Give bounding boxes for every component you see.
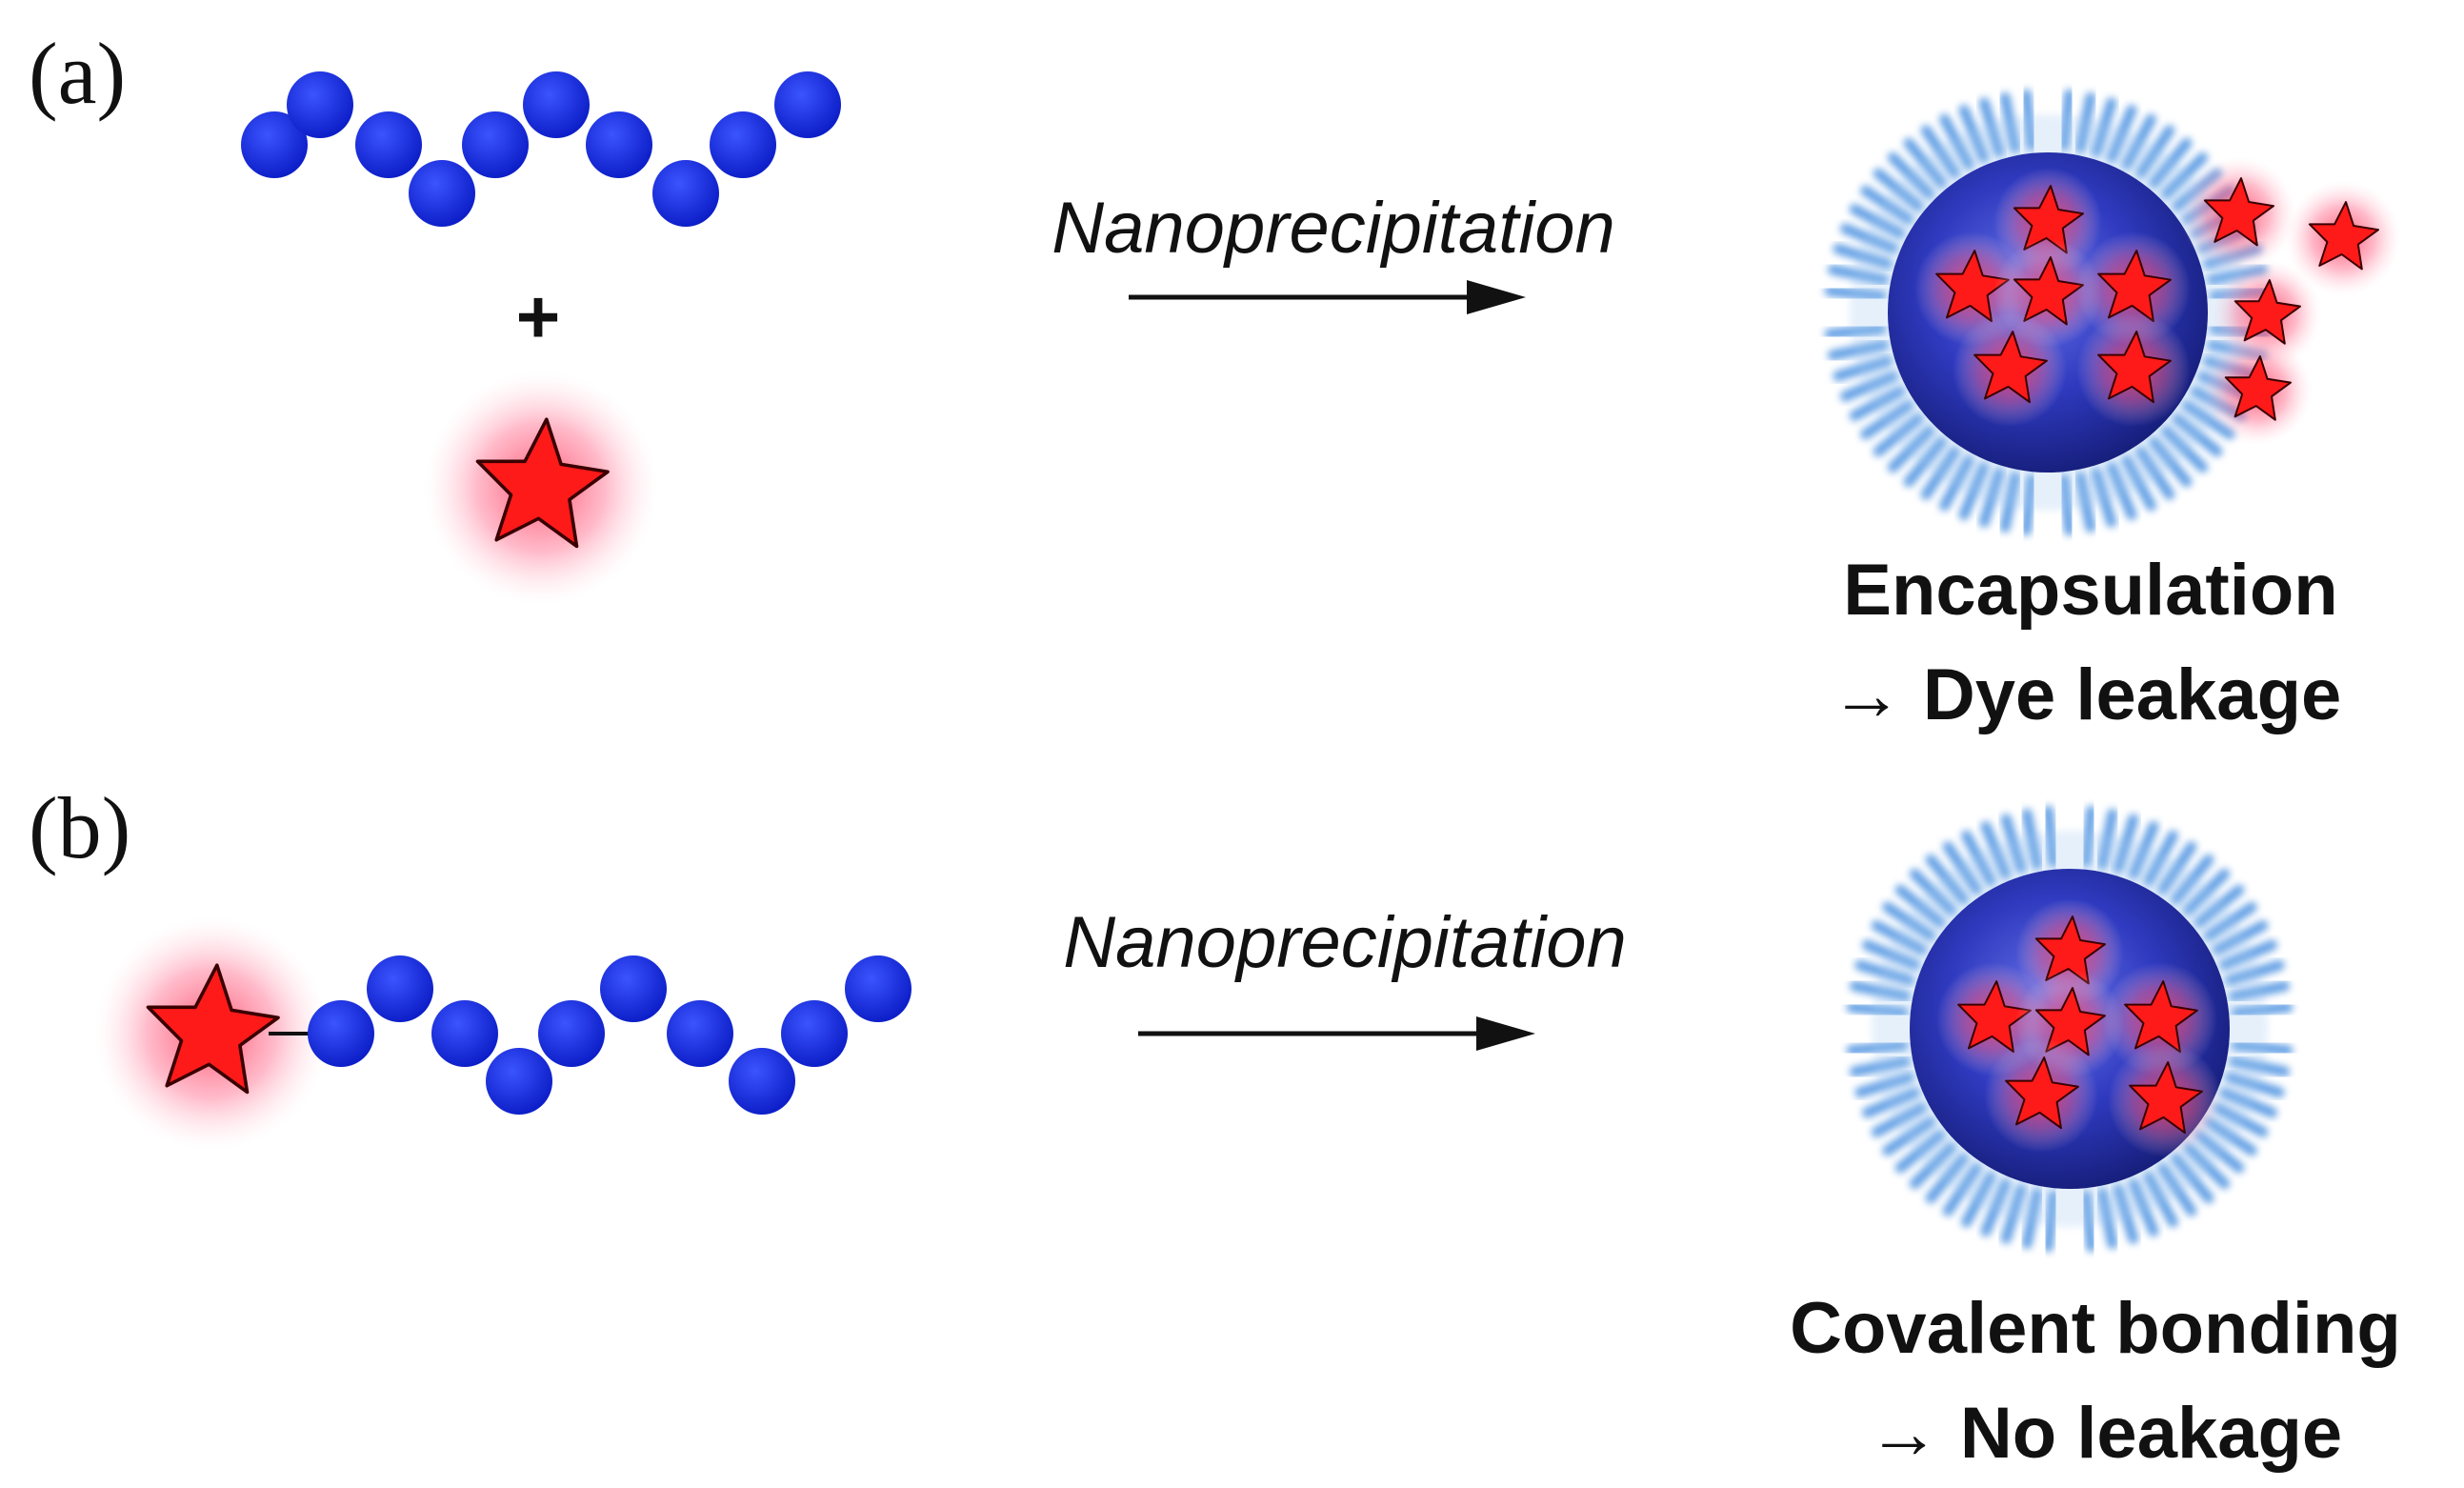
monomer-bead bbox=[355, 111, 422, 178]
np-b-dye-5 bbox=[1984, 1038, 2098, 1153]
outcome-b-line2: → No leakage bbox=[1868, 1393, 2342, 1474]
nanoprecipitation-label-b: Nanoprecipitation bbox=[1063, 902, 1627, 983]
monomer-bead bbox=[431, 1000, 498, 1067]
outcome-a-line1: Encapsulation bbox=[1843, 550, 2337, 631]
monomer-bead bbox=[367, 955, 433, 1022]
monomer-bead bbox=[523, 71, 590, 138]
conjugated-dye-star bbox=[94, 916, 329, 1151]
monomer-bead bbox=[241, 111, 308, 178]
monomer-bead bbox=[462, 111, 529, 178]
reaction-arrow-b bbox=[1138, 1016, 1535, 1051]
monomer-bead bbox=[845, 955, 911, 1022]
leaked-dye-4 bbox=[2202, 335, 2313, 446]
panel-a-label: (a) bbox=[29, 25, 126, 122]
polymer-chain-a bbox=[241, 71, 841, 227]
free-dye-molecule bbox=[424, 371, 658, 605]
monomer-bead bbox=[774, 71, 841, 138]
nanoparticle-covalent bbox=[1845, 804, 2294, 1254]
leaked-dyes bbox=[2180, 156, 2401, 446]
dye-polymer-conjugate bbox=[94, 916, 911, 1151]
np-a-dye-6 bbox=[2076, 312, 2191, 427]
monomer-bead bbox=[710, 111, 776, 178]
leaked-dye-1 bbox=[2180, 156, 2296, 272]
free-dye-star bbox=[424, 371, 658, 605]
monomer-bead bbox=[729, 1048, 795, 1115]
nanoparticle-encapsulated bbox=[1823, 88, 2401, 537]
np-a-dye-5 bbox=[1953, 312, 2067, 427]
monomer-bead bbox=[781, 1000, 848, 1067]
monomer-bead bbox=[600, 955, 667, 1022]
leaked-dye-2 bbox=[2285, 180, 2401, 296]
monomer-bead bbox=[667, 1000, 733, 1067]
outcome-b-line1: Covalent bonding bbox=[1790, 1288, 2401, 1369]
outcome-a-line2: → Dye leakage bbox=[1831, 654, 2342, 735]
monomer-bead bbox=[538, 1000, 605, 1067]
np-b-dye-4 bbox=[2103, 962, 2217, 1076]
monomer-bead bbox=[308, 1000, 374, 1067]
nanoprecipitation-label-a: Nanoprecipitation bbox=[1052, 188, 1615, 269]
panel-b-label: (b) bbox=[29, 779, 130, 876]
reaction-arrow-a bbox=[1129, 280, 1526, 314]
np-b-dye-6 bbox=[2108, 1043, 2222, 1157]
plus-sign: + bbox=[516, 274, 561, 359]
monomer-bead bbox=[287, 71, 353, 138]
monomer-bead bbox=[586, 111, 652, 178]
monomer-bead bbox=[409, 160, 475, 227]
monomer-bead bbox=[652, 160, 719, 227]
monomer-bead bbox=[486, 1048, 552, 1115]
np-a-dye-4 bbox=[2076, 231, 2191, 346]
